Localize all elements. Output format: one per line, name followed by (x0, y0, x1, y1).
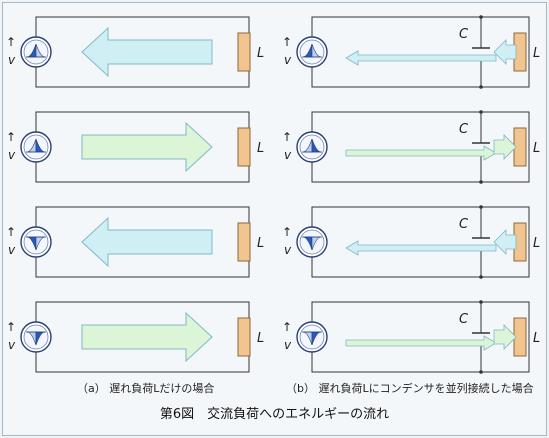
panel-b-row-1-capacitor-label: C (459, 27, 469, 42)
panel-a-row-4-voltage-label: v (8, 338, 16, 352)
figure-title: 第6図 交流負荷へのエネルギーの流れ (159, 407, 390, 422)
panel-b-row-4-source (296, 321, 328, 353)
panel-a-row-2-inductor-label: L (257, 141, 264, 156)
panel-a-row-2-source (20, 131, 52, 163)
caption-b: （b） 遅れ負荷Lにコンデンサを並列接続した場合 (286, 382, 534, 395)
panel-a-row-3-arrow-label: ↑ (6, 225, 16, 239)
panel-b-row-4-capacitor-label: C (459, 312, 469, 327)
panel-a-row-4-source (20, 321, 52, 353)
panel-a-row-4-flow-arrow (81, 311, 213, 363)
panel-b-row-1-source (296, 36, 328, 68)
panel-a-row-3-inductor (237, 222, 251, 262)
panel-b-row-2-line-flow-arrow (345, 145, 497, 161)
panel-b-row-1-voltage-label: v (284, 53, 292, 67)
panel-b-row-3-arrow-label: ↑ (282, 225, 292, 239)
panel-a-row-2-inductor (237, 127, 251, 167)
panel-b-row-2-arrow-label: ↑ (282, 130, 292, 144)
panel-b-row-3-source (296, 226, 328, 258)
panel-b-row-4-inductor-label: L (533, 331, 540, 346)
panel-a-row-2-voltage-label: v (8, 148, 16, 162)
panel-b-row-4-voltage-label: v (284, 338, 292, 352)
panel-b-row-4-local-flow-arrow (493, 324, 517, 350)
panel-a-row-2-flow-arrow (81, 121, 213, 173)
panel-b-row-2-source (296, 131, 328, 163)
panel-a-row-4-inductor-label: L (257, 331, 264, 346)
panel-a-row-1-arrow-label: ↑ (6, 35, 16, 49)
panel-a-row-2-arrow-label: ↑ (6, 130, 16, 144)
panel-b-row-2-inductor-label: L (533, 141, 540, 156)
panel-a-row-1-inductor (237, 32, 251, 72)
panel-a-row-4-inductor (237, 317, 251, 357)
panel-b-row-1-line-flow-arrow (345, 50, 497, 66)
caption-a: （a） 遅れ負荷Lだけの場合 (77, 382, 215, 395)
panel-b-row-4-line-flow-arrow (345, 335, 497, 351)
panel-a-row-1-source (20, 36, 52, 68)
panel-a-row-4-arrow-label: ↑ (6, 320, 16, 334)
panel-a-row-3-voltage-label: v (8, 243, 16, 257)
panel-a-row-3-source (20, 226, 52, 258)
panel-a-row-1-inductor-label: L (257, 46, 264, 61)
panel-b-row-2-local-flow-arrow (493, 134, 517, 160)
panel-b-row-3-capacitor-label: C (459, 217, 469, 232)
panel-b-row-1-arrow-label: ↑ (282, 35, 292, 49)
panel-b-row-3-line-flow-arrow (345, 240, 497, 256)
panel-a-row-3-flow-arrow (81, 216, 213, 268)
panel-b-row-3-voltage-label: v (284, 243, 292, 257)
panel-a-row-1-flow-arrow (81, 26, 213, 78)
panel-b-row-3-inductor-label: L (533, 236, 540, 251)
panel-a-row-1-voltage-label: v (8, 53, 16, 67)
panel-b-row-1-inductor-label: L (533, 46, 540, 61)
panel-b-row-2-capacitor-label: C (459, 122, 469, 137)
panel-b-row-4-arrow-label: ↑ (282, 320, 292, 334)
panel-b-row-1-local-flow-arrow (493, 39, 517, 65)
panel-b-row-2-voltage-label: v (284, 148, 292, 162)
panel-a-row-3-inductor-label: L (257, 236, 264, 251)
panel-b-row-3-local-flow-arrow (493, 229, 517, 255)
